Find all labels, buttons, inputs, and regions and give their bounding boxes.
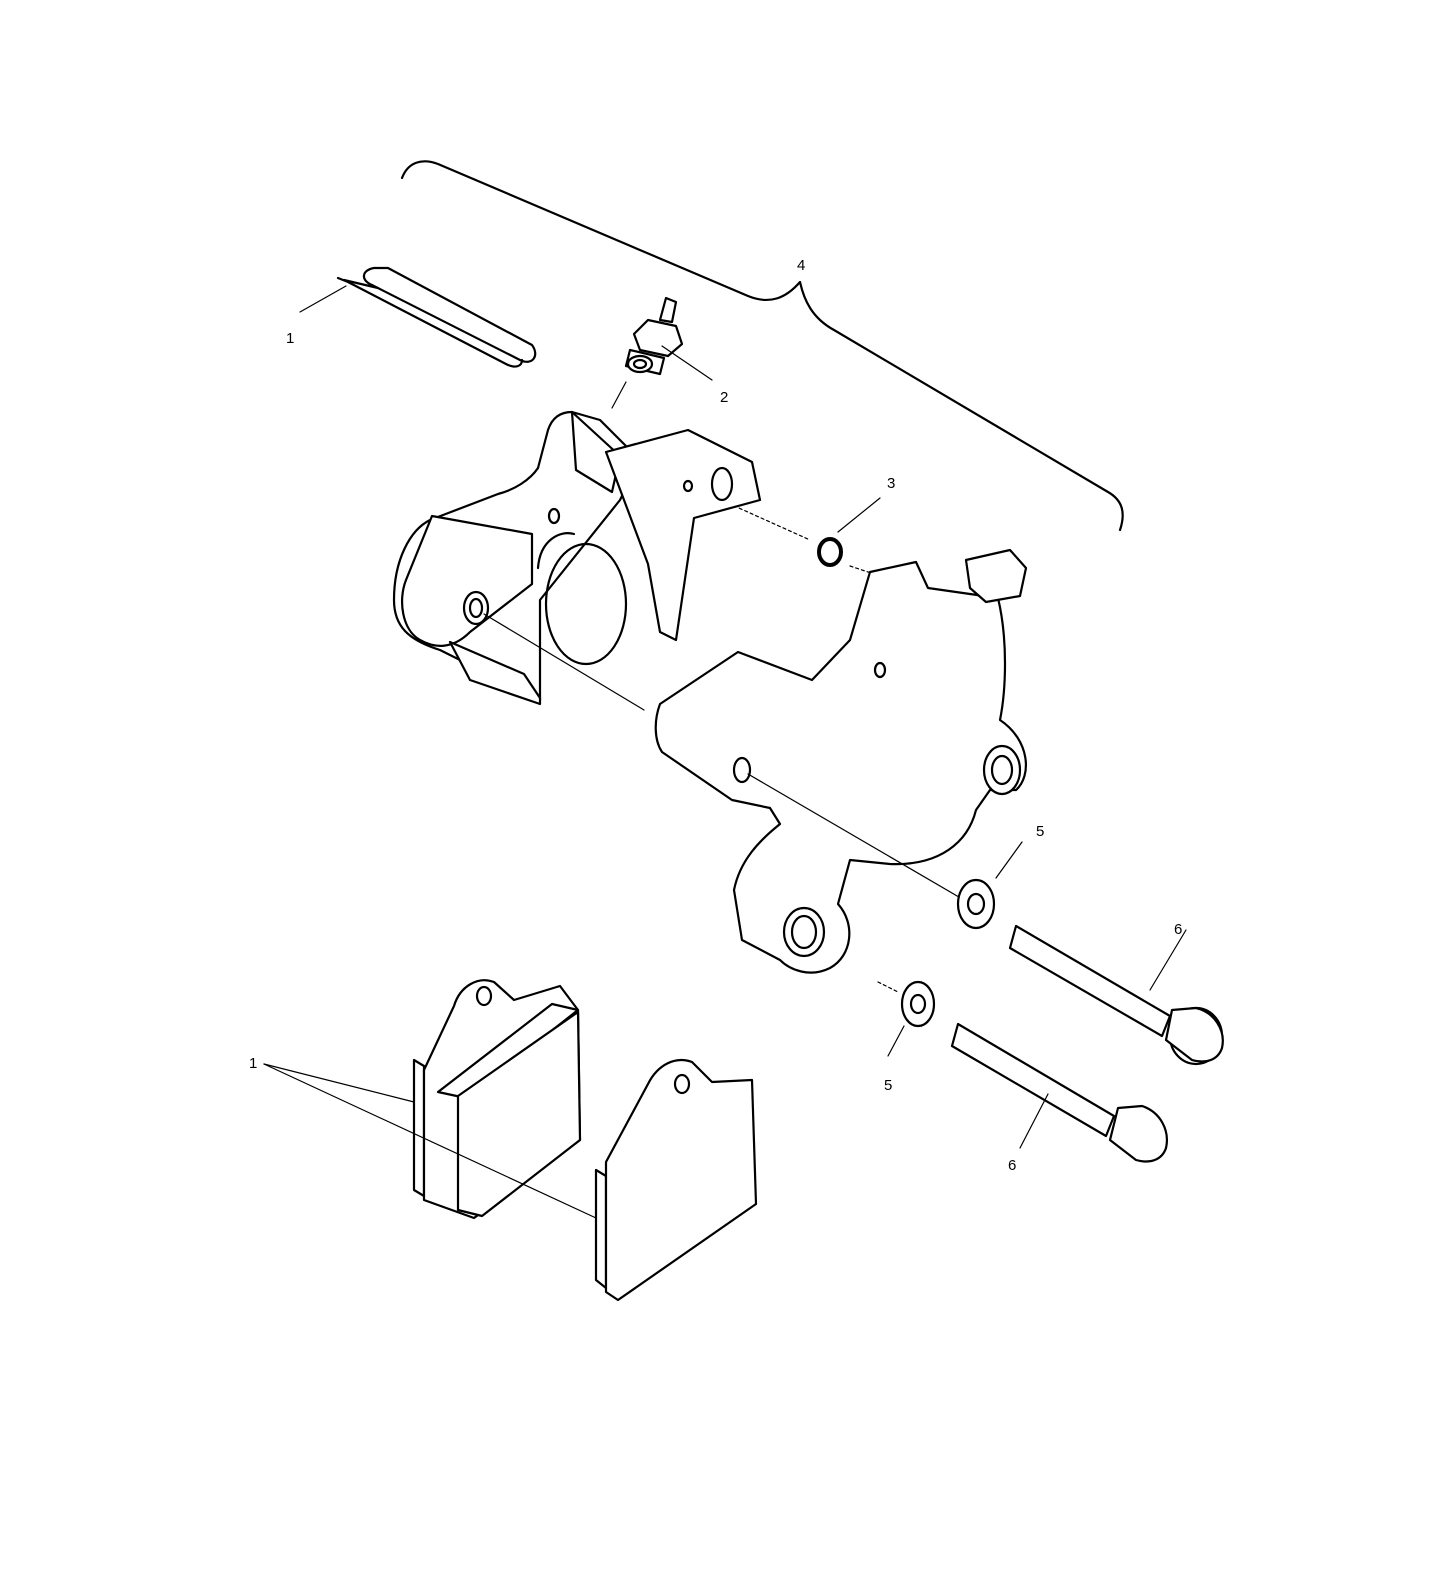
bolt-lower [950, 1022, 1168, 1163]
callout-bolt-upper: 6 [1174, 921, 1182, 938]
callout-caliper-assembly: 4 [797, 257, 805, 274]
caliper-assembly-bracket [400, 160, 1124, 532]
bleeder-screw [611, 296, 713, 409]
callout-brake-pads: 1 [249, 1055, 257, 1072]
callout-bolt-lower: 6 [1008, 1157, 1016, 1174]
callout-washer-upper: 5 [1036, 823, 1044, 840]
brake-pads [263, 979, 758, 1302]
washer-lower [877, 980, 936, 1057]
callout-washer-lower: 5 [884, 1077, 892, 1094]
callout-bleeder-screw: 2 [720, 389, 728, 406]
caliper-half-right [654, 548, 1028, 974]
callout-cotter-pin: 1 [286, 330, 294, 347]
callout-o-ring: 3 [887, 475, 895, 492]
bolt-upper [1008, 924, 1224, 1066]
caliper-half-left [392, 410, 762, 711]
cotter-pin [299, 266, 537, 368]
washer-upper [956, 841, 1023, 930]
